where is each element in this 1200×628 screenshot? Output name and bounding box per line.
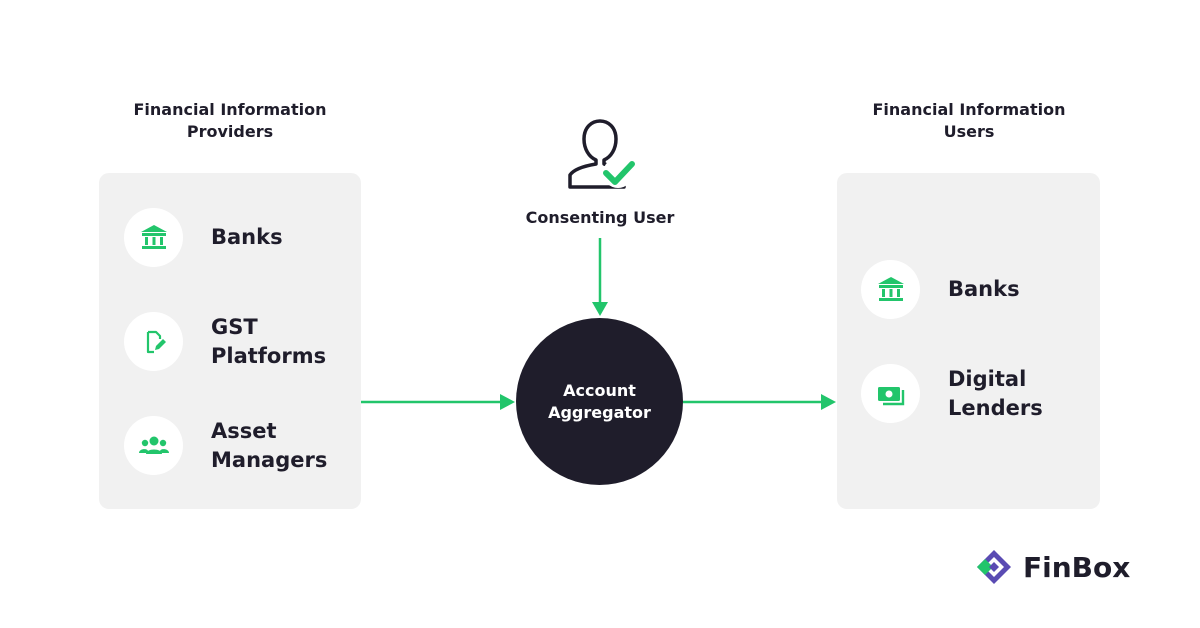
user-label-banks: Banks — [948, 277, 1020, 301]
user-item-banks: Banks — [861, 260, 1020, 319]
user-check-icon — [568, 119, 635, 189]
user-item-digital-lenders: Digital Lenders — [861, 364, 1043, 423]
document-edit-icon — [124, 312, 183, 371]
provider-label-banks: Banks — [211, 225, 283, 249]
consenting-user-label: Consenting User — [525, 208, 675, 227]
providers-heading: Financial Information Providers — [133, 100, 327, 141]
users-panel — [837, 173, 1100, 509]
provider-item-banks: Banks — [124, 208, 283, 267]
bank-icon — [861, 260, 920, 319]
brand-logo: FinBox — [975, 548, 1130, 586]
user-label-digital-lenders: Digital Lenders — [948, 366, 1043, 420]
account-aggregator-label: Account Aggregator — [548, 380, 651, 422]
provider-item-asset-managers: Asset Managers — [124, 416, 327, 475]
people-group-icon — [124, 416, 183, 475]
provider-item-gst: GST Platforms — [124, 312, 326, 371]
users-heading: Financial Information Users — [872, 100, 1066, 141]
arrow-aggregator-to-users — [683, 394, 836, 410]
brand-name: FinBox — [1023, 550, 1131, 584]
finbox-logo-icon — [977, 550, 1011, 584]
account-aggregator-node: Account Aggregator — [516, 318, 683, 485]
arrow-providers-to-aggregator — [361, 394, 515, 410]
provider-label-asset-managers: Asset Managers — [211, 418, 328, 472]
bank-icon — [124, 208, 183, 267]
provider-label-gst: GST Platforms — [211, 314, 327, 368]
arrow-user-to-aggregator — [592, 238, 608, 316]
cash-icon — [861, 364, 920, 423]
